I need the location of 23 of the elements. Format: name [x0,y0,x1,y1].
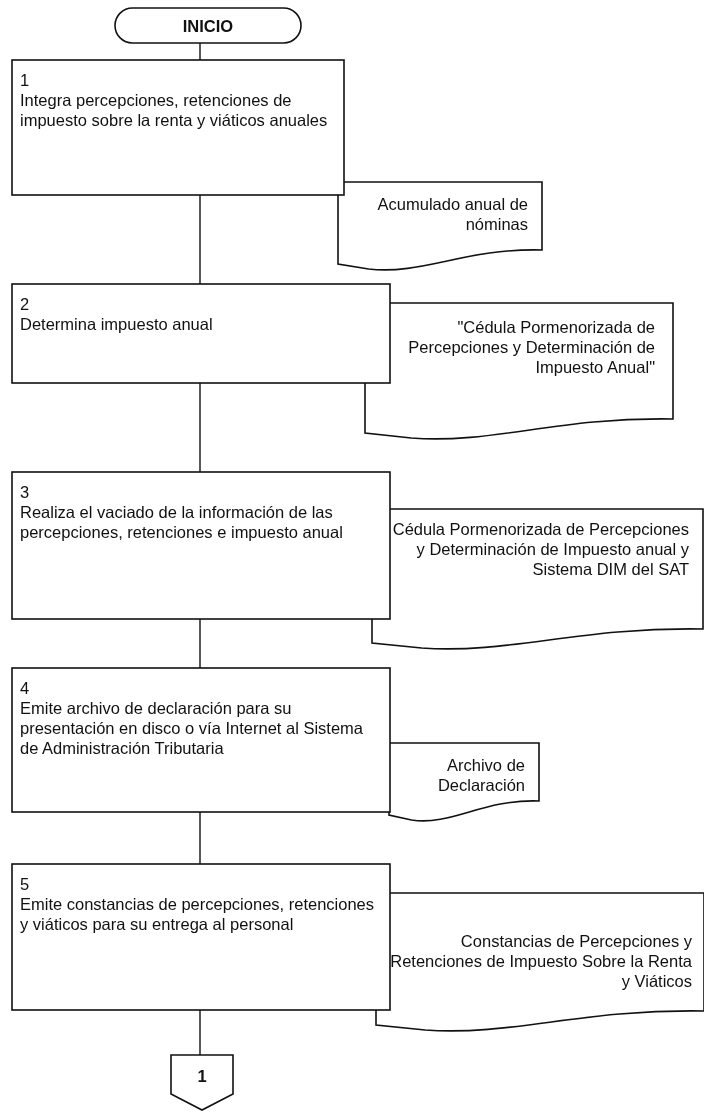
step-text: Realiza el vaciado de la información de las percepciones, retenciones e impuesto anual [20,502,344,542]
document-text: Cédula Pormenorizada de Percepciones y Determinación de Impuesto anual y Sistema DIM del SAT [391,519,689,579]
connector-line [199,42,201,61]
connector-line [199,1009,201,1056]
terminal-label: INICIO [182,15,234,36]
step-text: Determina impuesto anual [20,314,214,334]
connector-line [199,618,201,669]
step-number: 5 [20,874,31,894]
step-number: 4 [20,678,31,698]
step-text: Emite constancias de percepciones, retenciones y viáticos para su entrega al personal [20,894,376,934]
step-text: Integra percepciones, retenciones de impuesto sobre la renta y viáticos anuales [20,90,329,130]
document-text: "Cédula Pormenorizada de Percepciones y Determinación de Impuesto Anual" [407,317,655,377]
document-text: Acumulado anual de nóminas [376,194,528,234]
connector-label: 1 [197,1065,207,1086]
step-number: 1 [20,70,31,90]
step-text: Emite archivo de declaración para su presentación en disco o vía Internet al Sistema de Administración Tributaria [20,698,365,758]
connector-line [199,194,201,285]
step-number: 3 [20,482,31,502]
connector-line [199,382,201,473]
document-text: Constancias de Percepciones y Retenciones de Impuesto Sobre la Renta y Viáticos [389,931,692,991]
connector-line [199,811,201,865]
document-text: Archivo de Declaración [436,755,525,795]
step-number: 2 [20,294,31,314]
